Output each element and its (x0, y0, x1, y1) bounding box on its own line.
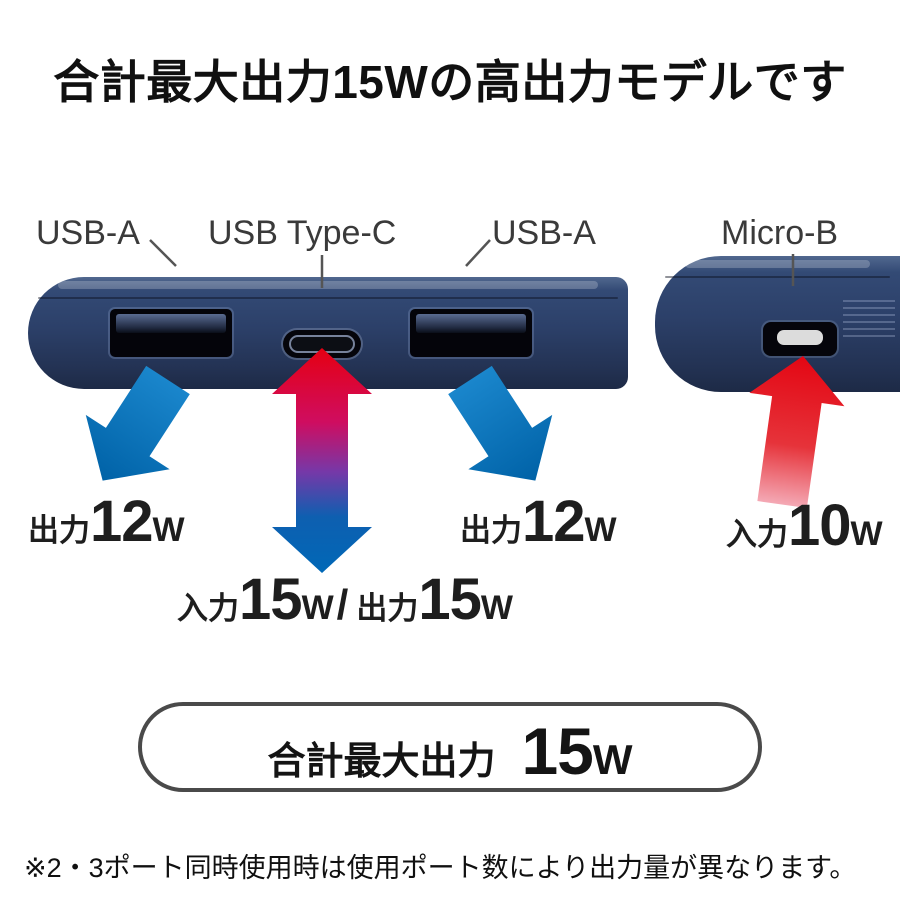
label-micro-b: Micro-B (721, 214, 839, 252)
output-unit: W (584, 511, 617, 549)
body-highlight (685, 260, 870, 268)
input-value: 15 (239, 567, 303, 632)
page-title: 合計最大出力15Wの高出力モデルです (53, 56, 847, 108)
output-label: 出力 (356, 591, 419, 626)
right-output-wattage: 出力12W (460, 488, 617, 555)
footnote: ※2・3ポート同時使用時は使用ポート数により出力量が異なります。 (24, 853, 857, 883)
input-unit: W (850, 515, 883, 553)
usb-a-slot (416, 314, 526, 333)
separator-slash: / (336, 581, 349, 628)
input-value: 10 (788, 493, 852, 558)
output-unit: W (152, 511, 185, 549)
output-label: 出力 (28, 513, 90, 548)
total-value: 15 (521, 714, 593, 788)
output-value: 12 (90, 489, 154, 554)
powerbank-front-edge (28, 277, 628, 389)
center-input-output-wattage: 入力15W/出力15W (130, 566, 560, 633)
usb-a-port-left (110, 309, 232, 357)
label-usb-type-c: USB Type-C (208, 214, 397, 252)
usb-a-port-right (410, 309, 532, 357)
usb-type-c-port (283, 330, 361, 358)
input-unit: W (301, 589, 334, 627)
label-usb-a-right: USB-A (492, 214, 596, 252)
micro-b-port (763, 322, 837, 356)
product-fineprint (843, 300, 895, 337)
body-seam (665, 276, 890, 278)
body-highlight (58, 281, 598, 289)
total-unit: W (592, 736, 633, 783)
micro-b-input-wattage: 入力10W (726, 492, 883, 559)
body-seam (38, 297, 618, 299)
powerbank-rear-edge (655, 256, 900, 392)
pointer-line-usb-a-right (465, 239, 491, 267)
usb-a-slot (116, 314, 226, 333)
output-value: 15 (418, 567, 482, 632)
left-output-wattage: 出力12W (28, 488, 185, 555)
output-value: 12 (522, 489, 586, 554)
input-label: 入力 (726, 517, 788, 552)
output-unit: W (480, 589, 513, 627)
usb-type-c-slot (289, 335, 355, 353)
total-label: 合計最大出力 (267, 741, 496, 783)
total-output-badge: 合計最大出力 15 W (138, 702, 762, 792)
pointer-line-usb-a-left (149, 239, 177, 267)
input-label: 入力 (177, 591, 240, 626)
output-label: 出力 (460, 513, 522, 548)
micro-b-slot (777, 330, 823, 345)
label-usb-a-left: USB-A (36, 214, 140, 252)
